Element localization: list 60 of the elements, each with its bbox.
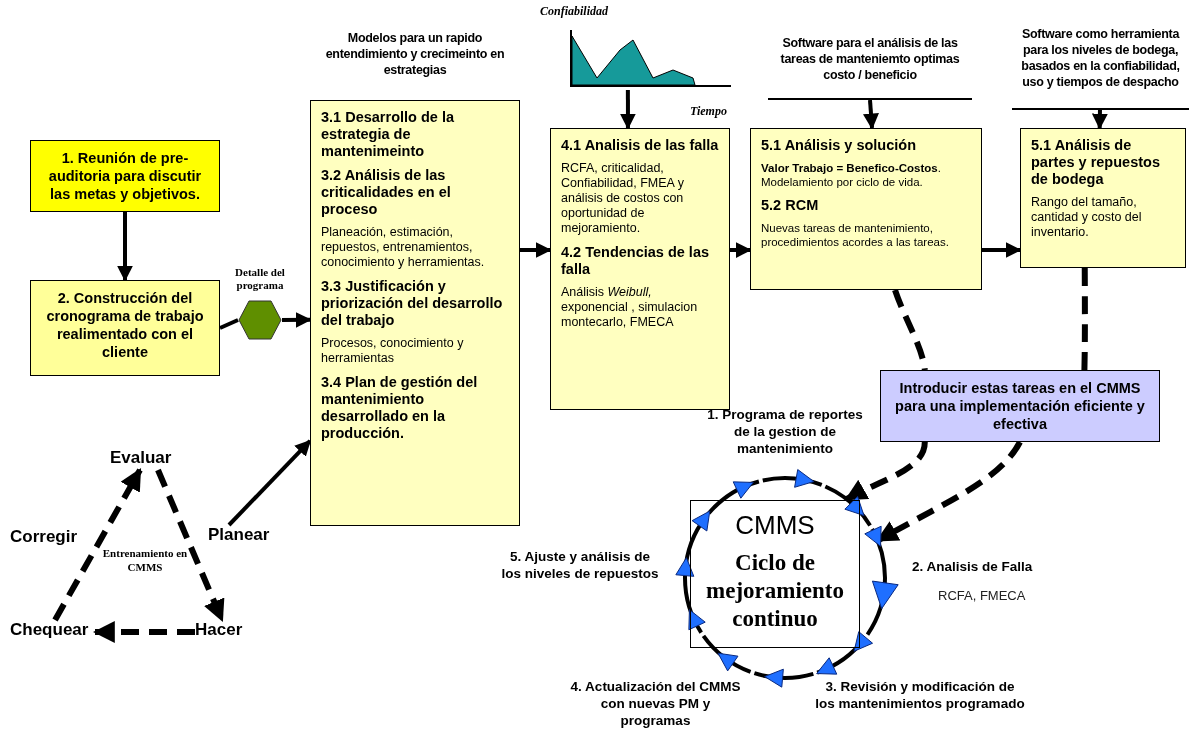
step-label: 2. Analisis de Falla — [912, 558, 1034, 575]
header-text: Software como herramienta para los niveles de bodega, basados en la confiabilidad, uso y tiempos de despacho — [1012, 26, 1189, 110]
axis-label: Confiabilidad — [540, 4, 609, 19]
header-text: Software para el análisis de las tareas de manteniemto optimas costo / beneficio — [768, 35, 972, 100]
process-box — [30, 140, 220, 212]
stage-label: Evaluar — [110, 448, 185, 470]
arrow — [863, 99, 879, 130]
box-text: Planeación, estimación, repuestos, entrenamientos, conocimiento y herramientas. — [321, 225, 486, 270]
box-heading: 5.1 Análisis y solución — [761, 137, 917, 154]
arrow — [52, 468, 143, 622]
arrow — [982, 241, 1022, 258]
caption-text: Detalle del programa — [234, 266, 286, 292]
step-label: 1. Programa de reportes de la gestion de mantenimiento — [706, 406, 864, 457]
hexagon-shape — [238, 300, 282, 340]
process-box — [750, 128, 982, 290]
process-box — [550, 128, 730, 410]
step-label: RCFA, FMECA — [938, 588, 1027, 603]
center-label: Entrenamiento en CMMS — [101, 546, 189, 574]
box-heading: 3.2 Análisis de las criticalidades en el proceso — [321, 167, 452, 218]
box-heading: 5.1 Análisis de partes y repuestos de bodega — [1031, 137, 1161, 188]
arrow — [282, 311, 312, 328]
arrow — [155, 468, 225, 622]
arrow — [619, 90, 636, 130]
arrow — [92, 621, 195, 643]
process-box — [1020, 128, 1186, 268]
process-box — [310, 100, 520, 526]
arrow — [730, 242, 752, 259]
box-title: CMMS — [734, 509, 816, 541]
box-text: Procesos, conocimiento y herramientas — [321, 336, 465, 366]
box-text: Valor Trabajo = Benefico-Costos. Modelamiento por ciclo de vida. — [761, 161, 942, 189]
step-label: 3. Revisión y modificación de los mantenimientos programado — [815, 678, 1025, 712]
arrow — [227, 439, 312, 527]
box-heading: 3.3 Justificación y priorización del desarrollo del trabajo — [321, 278, 504, 329]
process-box — [880, 370, 1160, 442]
box-text: Nuevas tareas de mantenimiento, procedimientos acordes a las tareas. — [761, 221, 950, 249]
box-text: Análisis Weibull, exponencial , simulacion montecarlo, FMECA — [561, 285, 699, 330]
arrow — [1091, 109, 1108, 130]
arrow — [844, 441, 928, 502]
box-heading: 3.1 Desarrollo de la estrategia de mantenimeinto — [321, 109, 455, 160]
process-box — [30, 280, 220, 376]
box-text: Ciclo de mejoramiento continuo — [705, 549, 845, 633]
arrow — [117, 212, 133, 282]
box-heading: Introducir estas tareas en el CMMS para una implementación eficiente y efectiva — [894, 379, 1146, 433]
stage-label: Hacer — [195, 620, 255, 644]
stage-label: Corregir — [10, 527, 79, 547]
box-heading: 1. Reunión de pre-auditoria para discutir las metas y objetivos. — [47, 149, 203, 203]
box-heading: 4.1 Analisis de las falla — [561, 137, 719, 154]
step-label: 5. Ajuste y análisis de los niveles de repuestos — [500, 548, 660, 582]
box-text: Rango del tamaño, cantidad y costo del inventario. — [1031, 195, 1143, 240]
box-heading: 3.4 Plan de gestión del mantenimiento desarrollado en la producción. — [321, 374, 479, 442]
step-label: 4. Actualización del CMMS con nuevas PM y programas — [569, 678, 742, 729]
stage-label: Chequear — [10, 620, 95, 644]
note-text: Modelos para un rapido entendimiento y crecimeinto en estrategias — [324, 30, 506, 78]
arrow — [520, 242, 552, 259]
box-heading: 5.2 RCM — [761, 197, 820, 214]
box-text: RCFA, criticalidad, Confiabilidad, FMEA y análisis de costos con oportunidad de mejoramiento. — [561, 161, 685, 236]
box-heading: 4.2 Tendencias de las falla — [561, 244, 711, 278]
axis-label: Tiempo — [690, 104, 728, 119]
stage-label: Planear — [208, 525, 278, 547]
box-heading: 2. Construcción del cronograma de trabajo realimentado con el cliente — [45, 289, 205, 361]
